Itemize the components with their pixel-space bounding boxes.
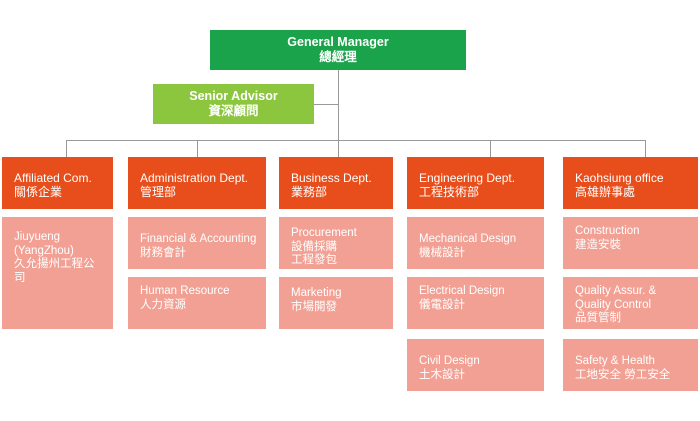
- sub-jiuyueng: Jiuyueng (YangZhou) 久允揚州工程公司: [2, 217, 113, 329]
- sub-mechanical-design: Mechanical Design 機械設計: [407, 217, 544, 269]
- sub-label-zh: 財務會計: [140, 246, 186, 259]
- sub-electrical-design: Electrical Design 儀電設計: [407, 277, 544, 329]
- dept-engineering: Engineering Dept. 工程技術部: [407, 157, 544, 209]
- senior-advisor-box: Senior Advisor 資深顧問: [153, 84, 314, 124]
- general-manager-box: General Manager 總經理: [210, 30, 466, 70]
- sub-label-en: Marketing: [291, 287, 342, 299]
- connector-horizontal-bus: [66, 140, 645, 141]
- dept-kaohsiung: Kaohsiung office 高雄辦事處: [563, 157, 698, 209]
- senior-advisor-en: Senior Advisor: [189, 89, 278, 103]
- sub-label-zh: 建造安裝: [575, 238, 621, 251]
- sub-civil-design: Civil Design 土木設計: [407, 339, 544, 391]
- sub-label-zh: 品質管制: [575, 312, 621, 324]
- sub-label-en: Jiuyueng (YangZhou): [14, 231, 74, 257]
- dept-label-zh: 管理部: [140, 185, 177, 199]
- sub-label-zh: 土木設計: [419, 368, 465, 381]
- sub-safety-health: Safety & Health 工地安全 勞工安全: [563, 339, 698, 391]
- dept-label-en: Business Dept.: [291, 171, 372, 185]
- sub-label-zh: 機械設計: [419, 246, 465, 259]
- sub-label-en: Electrical Design: [419, 285, 505, 297]
- dept-label-zh: 業務部: [291, 185, 328, 199]
- connector-dept-1: [66, 140, 67, 157]
- sub-label-en: Quality Assur. & Quality Control: [575, 285, 657, 311]
- dept-label-en: Engineering Dept.: [419, 171, 516, 185]
- senior-advisor-zh: 資深顧問: [208, 104, 259, 118]
- sub-label-zh: 工地安全 勞工安全: [575, 368, 671, 381]
- sub-human-resource: Human Resource 人力資源: [128, 277, 266, 329]
- sub-procurement: Procurement 設備採購工程發包: [279, 217, 393, 269]
- sub-marketing: Marketing 市場開發: [279, 277, 393, 329]
- sub-label-en: Construction: [575, 225, 640, 237]
- sub-construction: Construction 建造安裝: [563, 217, 698, 269]
- sub-financial-accounting: Financial & Accounting 財務會計: [128, 217, 266, 269]
- dept-label-en: Administration Dept.: [140, 171, 249, 185]
- dept-label-zh: 關係企業: [14, 185, 63, 199]
- sub-label-en: Human Resource: [140, 285, 230, 297]
- dept-label-zh: 工程技術部: [419, 185, 480, 199]
- sub-label-en: Financial & Accounting: [140, 233, 257, 245]
- dept-business: Business Dept. 業務部: [279, 157, 393, 209]
- sub-label-zh: 久允揚州工程公司: [14, 258, 95, 284]
- connector-gm-down: [338, 70, 339, 140]
- dept-administration: Administration Dept. 管理部: [128, 157, 266, 209]
- dept-affiliated: Affiliated Com. 關係企業: [2, 157, 113, 209]
- sub-label-en: Procurement: [291, 227, 357, 239]
- connector-dept-5: [645, 140, 646, 157]
- connector-advisor: [314, 104, 338, 105]
- dept-label-zh: 高雄辦事處: [575, 185, 636, 199]
- dept-label-en: Kaohsiung office: [575, 171, 664, 185]
- dept-label-en: Affiliated Com.: [14, 171, 92, 185]
- sub-label-en: Mechanical Design: [419, 233, 517, 245]
- sub-label-en: Civil Design: [419, 355, 480, 367]
- sub-label-zh: 設備採購工程發包: [291, 240, 337, 267]
- general-manager-zh: 總經理: [319, 50, 357, 64]
- sub-quality: Quality Assur. & Quality Control 品質管制: [563, 277, 698, 329]
- general-manager-en: General Manager: [287, 35, 389, 49]
- connector-dept-4: [490, 140, 491, 157]
- sub-label-en: Safety & Health: [575, 355, 655, 367]
- connector-dept-2: [197, 140, 198, 157]
- sub-label-zh: 人力資源: [140, 298, 186, 311]
- sub-label-zh: 市場開發: [291, 300, 337, 313]
- connector-dept-3: [338, 140, 339, 157]
- sub-label-zh: 儀電設計: [419, 298, 465, 311]
